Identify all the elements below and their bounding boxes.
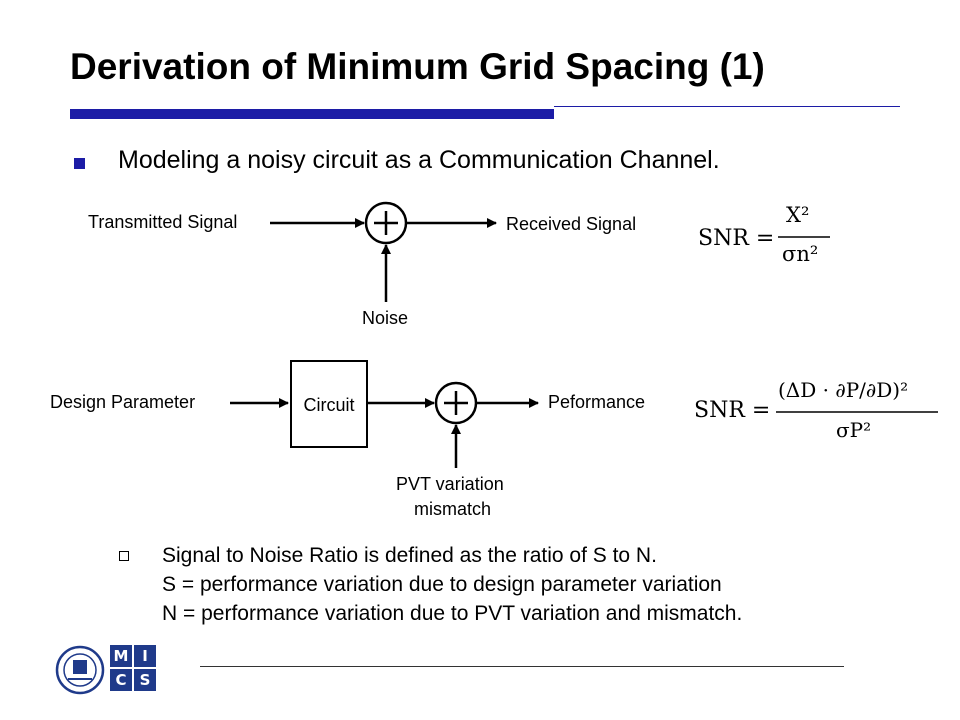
design-parameter-label: Design Parameter — [50, 392, 196, 412]
performance-label: Peformance — [548, 392, 646, 412]
mics-letter-c: C — [110, 669, 132, 691]
mics-letter-m: M — [110, 645, 132, 667]
university-seal-logo — [55, 645, 105, 695]
title-underline-thick — [70, 109, 554, 119]
mics-logo: M I C S — [110, 645, 156, 691]
pvt-label-line2: mismatch — [414, 499, 492, 519]
mics-letter-s: S — [134, 669, 156, 691]
slide-title: Derivation of Minimum Grid Spacing (1) — [70, 46, 765, 87]
bullet-marker — [74, 158, 85, 169]
formula-2-denominator: σP² — [836, 418, 872, 442]
mics-letter-i: I — [134, 645, 156, 667]
snr-definition-line-3: N = performance variation due to PVT var… — [162, 602, 743, 625]
circuit-label: Circuit — [303, 395, 355, 415]
diagram-2 — [230, 381, 539, 468]
snr-definition: Signal to Noise Ratio is defined as the … — [162, 541, 742, 628]
received-signal-label: Received Signal — [506, 214, 637, 234]
formula-1-numerator: X² — [786, 203, 810, 227]
formula-1-denominator: σn² — [782, 242, 819, 266]
title-underline-thin — [554, 106, 900, 107]
snr-definition-line-2: S = performance variation due to design … — [162, 573, 722, 596]
diagram-1 — [270, 201, 497, 302]
formula-2-numerator: (ΔD · ∂P/∂D)² — [778, 378, 909, 402]
sub-bullet-marker — [119, 551, 129, 561]
circuit-block — [290, 360, 368, 448]
formula-1-lhs: SNR = — [698, 226, 775, 251]
footer-rule — [200, 666, 844, 667]
pvt-label-line1: PVT variation — [396, 474, 504, 494]
main-bullet-text: Modeling a noisy circuit as a Communicat… — [118, 146, 720, 174]
noise-label: Noise — [362, 308, 409, 328]
formula-2-lhs: SNR = — [694, 398, 771, 423]
snr-definition-line-1: Signal to Noise Ratio is defined as the … — [162, 544, 657, 567]
transmitted-signal-label: Transmitted Signal — [88, 212, 238, 232]
